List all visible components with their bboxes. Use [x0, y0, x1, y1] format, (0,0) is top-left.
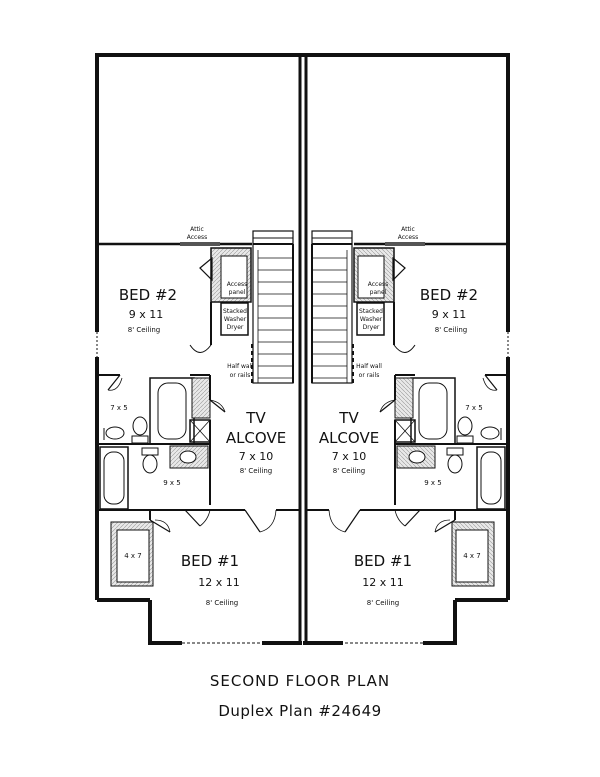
- bath1-size: 7 x 5: [465, 404, 483, 412]
- tv-alcove-size: 7 x 10: [332, 450, 367, 463]
- plan-title: SECOND FLOOR PLAN: [209, 672, 391, 690]
- attic-access-label: Attic: [401, 226, 415, 233]
- half-wall-label: or rails: [359, 372, 380, 379]
- access-panel-label: panel: [229, 289, 246, 296]
- attic-access-label: Access: [187, 234, 208, 241]
- attic-access-label: Access: [398, 234, 419, 241]
- bed2-name: BED #2: [119, 286, 177, 304]
- tv-alcove-ceiling: 8' Ceiling: [333, 467, 366, 475]
- bath1-size: 7 x 5: [110, 404, 128, 412]
- tv-alcove-ceiling: 8' Ceiling: [240, 467, 273, 475]
- closet-size: 4 x 7: [463, 552, 481, 560]
- bed2-ceiling: 8' Ceiling: [435, 326, 468, 334]
- bath2-size: 9 x 5: [163, 479, 181, 487]
- closet-size: 4 x 7: [124, 552, 142, 560]
- outer-walls: [95, 53, 510, 645]
- bed2-ceiling: 8' Ceiling: [128, 326, 161, 334]
- access-panel-label: panel: [370, 289, 387, 296]
- bed1-size: 12 x 11: [198, 576, 240, 589]
- half-wall-label: or rails: [230, 372, 251, 379]
- bed1-name: BED #1: [354, 552, 412, 570]
- tv-alcove-name: TV: [338, 409, 359, 427]
- bed1-name: BED #1: [181, 552, 239, 570]
- bed2-name: BED #2: [420, 286, 478, 304]
- access-panel-label: Access: [227, 281, 248, 288]
- bed1-ceiling: 8' Ceiling: [206, 599, 239, 607]
- tv-alcove-name: TV: [245, 409, 266, 427]
- bed2-size: 9 x 11: [432, 308, 467, 321]
- tv-alcove-size: 7 x 10: [239, 450, 274, 463]
- washer-dryer-label: Stacked: [359, 308, 383, 315]
- washer-dryer-label: Washer: [360, 316, 383, 323]
- bed2-size: 9 x 11: [129, 308, 164, 321]
- attic-access-label: Attic: [190, 226, 204, 233]
- stair-treads: [257, 250, 293, 383]
- washer-dryer-label: Dryer: [227, 324, 244, 331]
- washer-dryer-label: Stacked: [223, 308, 247, 315]
- plan-subtitle: Duplex Plan #24649: [218, 702, 382, 720]
- half-wall-label: Half wall: [356, 363, 382, 370]
- half-wall-label: Half wall: [227, 363, 253, 370]
- bed1-ceiling: 8' Ceiling: [367, 599, 400, 607]
- tv-alcove-name: ALCOVE: [319, 429, 379, 447]
- bed1-size: 12 x 11: [362, 576, 404, 589]
- bath2-size: 9 x 5: [424, 479, 442, 487]
- access-panel-label: Access: [368, 281, 389, 288]
- washer-dryer-label: Dryer: [363, 324, 380, 331]
- washer-dryer-label: Washer: [224, 316, 247, 323]
- tv-alcove-name: ALCOVE: [226, 429, 286, 447]
- right-unit: Attic Access BED #2 9 x 11 8' Ceiling Ac…: [303, 226, 510, 645]
- left-unit: Attic Access BED #2 9 x 11 8' Ceiling Ac…: [95, 226, 302, 645]
